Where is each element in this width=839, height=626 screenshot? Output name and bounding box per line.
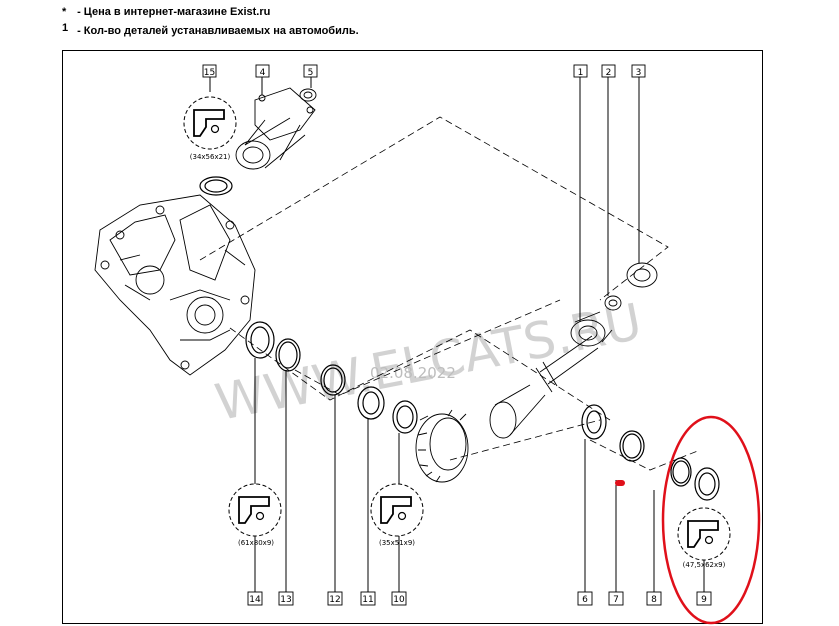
price-note: * - Цена в интернет-магазине Exist.ru (62, 6, 270, 18)
asterisk-mark: * (62, 6, 67, 18)
seal-size-9: (47,5x62x9) (683, 561, 726, 569)
flange-seal-illustration (199, 176, 233, 196)
callout-4[interactable]: 4 (260, 68, 266, 78)
callout-13[interactable]: 13 (280, 595, 291, 605)
output-flange-illustration (235, 87, 316, 170)
seal-size-10: (35x51x9) (379, 539, 415, 547)
watermark-date: 02.08.2022 (370, 364, 456, 382)
pinion-shaft-illustration (489, 335, 599, 439)
superscript-one-mark: 1 (62, 22, 69, 34)
bearing-parts (570, 262, 658, 347)
callout-14[interactable]: 14 (249, 595, 261, 605)
callout-10[interactable]: 10 (393, 595, 405, 605)
ring-gear-illustration (415, 409, 469, 483)
callout-2[interactable]: 2 (606, 68, 612, 78)
highlight-ellipse (661, 415, 761, 625)
seal-profile-icon (193, 109, 225, 137)
ring-parts (245, 321, 720, 501)
nut-illustration (299, 88, 317, 102)
seal-profile-icon (238, 496, 270, 524)
red-marker (615, 480, 625, 486)
callout-3[interactable]: 3 (636, 68, 642, 78)
seal-profile-icon (380, 496, 412, 524)
seal-size-15: (34x56x21) (190, 153, 231, 161)
callout-12[interactable]: 12 (329, 595, 340, 605)
callout-15[interactable]: 15 (204, 68, 215, 78)
seal-detail-9 (677, 507, 731, 561)
leader-lines (209, 77, 705, 592)
seal-detail-14 (228, 483, 282, 537)
quantity-note-text: - Кол-во деталей устанавливаемых на авто… (77, 25, 359, 37)
callout-11[interactable]: 11 (362, 595, 373, 605)
diagram-frame (62, 50, 763, 624)
watermark-site: WWW.ELCATS.RU (211, 292, 647, 431)
seal-size-14: (61x80x9) (238, 539, 274, 547)
quantity-note: 1 - Кол-во деталей устанавливаемых на ав… (62, 22, 359, 37)
callout-5[interactable]: 5 (308, 68, 314, 78)
callout-6[interactable]: 6 (582, 595, 588, 605)
callout-boxes (202, 64, 712, 606)
seal-profile-icon (687, 520, 719, 548)
seal-detail-10 (370, 483, 424, 537)
callout-8[interactable]: 8 (651, 595, 657, 605)
callout-1[interactable]: 1 (578, 68, 584, 78)
price-note-text: - Цена в интернет-магазине Exist.ru (77, 6, 271, 18)
seal-detail-15 (183, 96, 237, 150)
callout-7[interactable]: 7 (613, 595, 619, 605)
gearbox-housing-illustration (94, 194, 256, 376)
callout-9[interactable]: 9 (701, 595, 707, 605)
